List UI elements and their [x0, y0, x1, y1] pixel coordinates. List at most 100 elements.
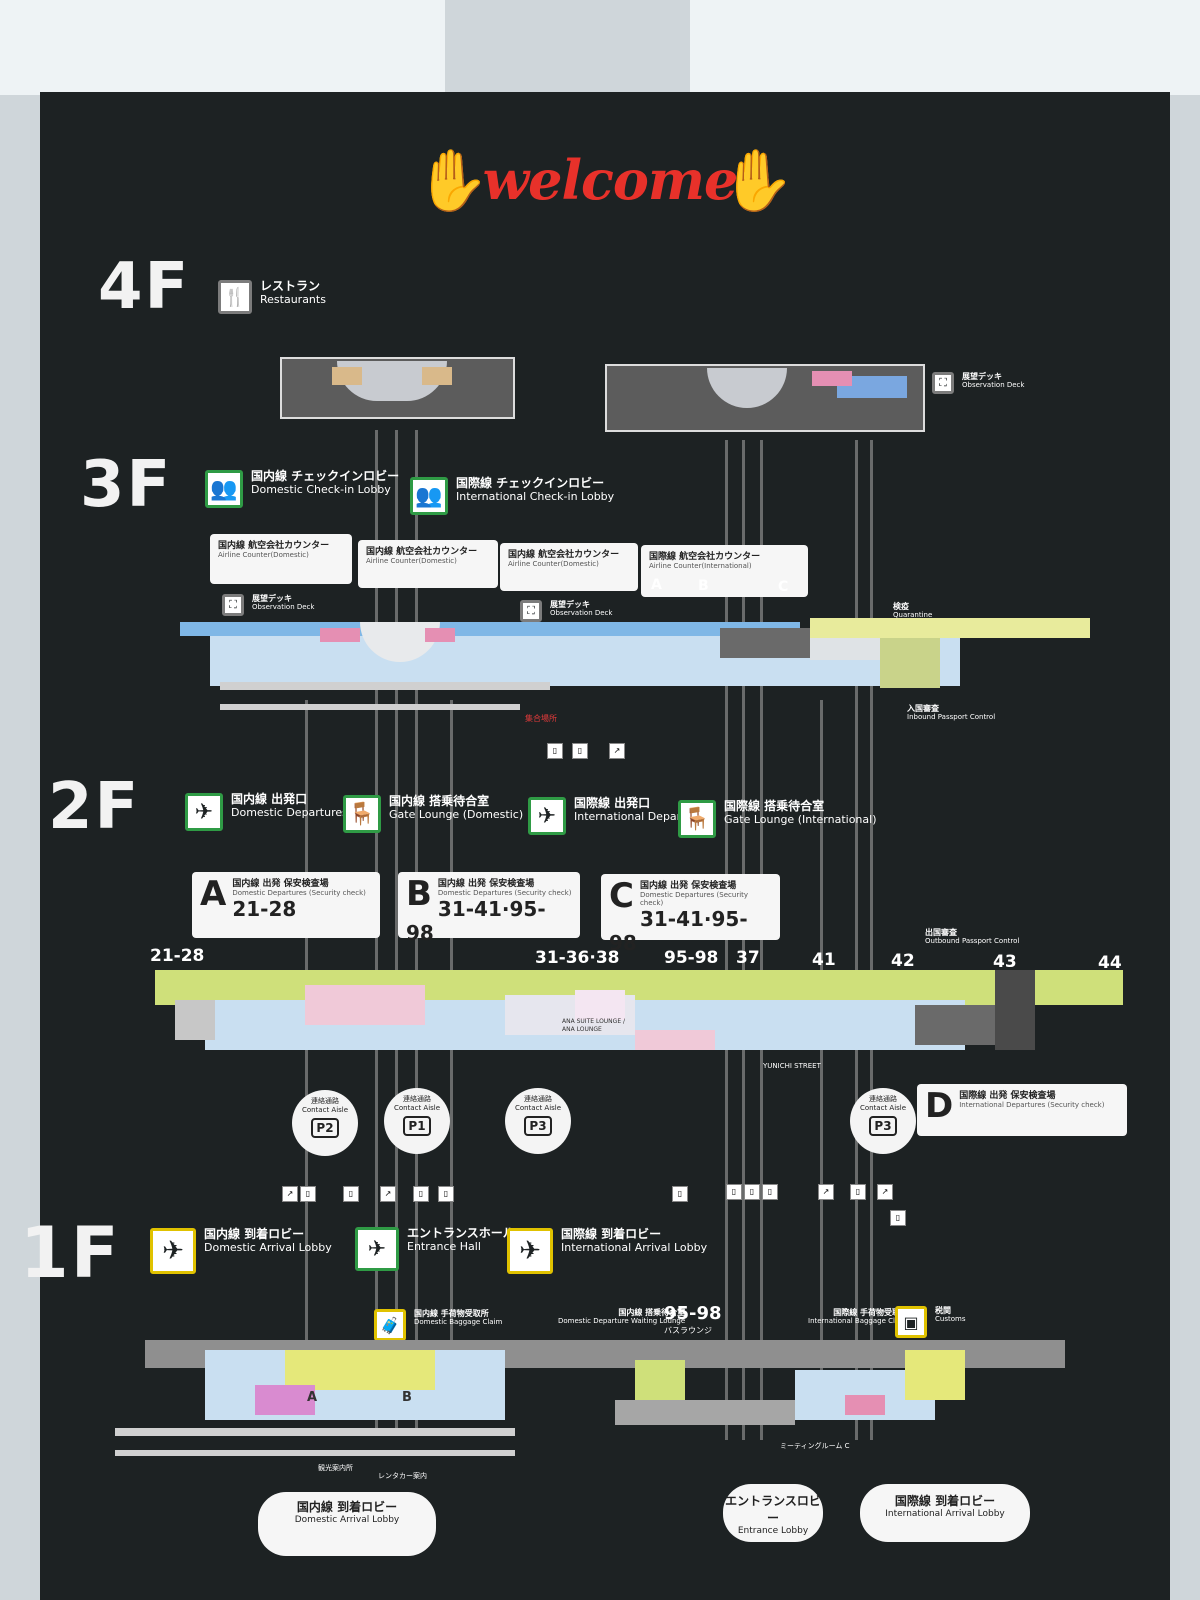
- fork-knife-icon: 🍴: [218, 280, 252, 314]
- counter-callout: 国内線 航空会社カウンター Airline Counter(Domestic): [358, 540, 498, 588]
- gate-number: 43: [993, 952, 1017, 972]
- gate-number: 95-98: [664, 948, 719, 968]
- customs-icon: ▣: [895, 1306, 927, 1338]
- elevator-line: [742, 440, 745, 1440]
- restaurants-jp: レストラン: [260, 279, 321, 293]
- bottom-label-dom-arr: 国内線 到着ロビー Domestic Arrival Lobby: [258, 1492, 436, 1556]
- security-callout-a: A 国内線 出発 保安検査場 Domestic Departures (Secu…: [192, 872, 380, 938]
- departure-plane-icon: ✈: [528, 797, 566, 835]
- contact-aisle-jp: 連絡通路: [403, 1095, 431, 1103]
- elevator-icon: ▯: [890, 1210, 906, 1226]
- escalator-icon: ↗: [380, 1186, 396, 1202]
- customs-jp: 税関: [935, 1306, 951, 1315]
- elevator-line: [450, 700, 453, 1420]
- elevator-icon: ▯: [744, 1184, 760, 1200]
- bottom-jp: 国際線 到着ロビー: [894, 1494, 996, 1508]
- meeting-room-c-label: ミーティングルーム C: [780, 1442, 850, 1450]
- window-left: [0, 0, 445, 95]
- deck-3f-mid-en: Observation Deck: [550, 609, 613, 617]
- gate-number: 37: [736, 948, 760, 968]
- elevator-icon: ▯: [726, 1184, 742, 1200]
- security-jp: 国内線 出発 保安検査場: [437, 879, 535, 889]
- gate-number: 31-36·38: [535, 948, 620, 968]
- security-jp: 国内線 出発 保安検査場: [232, 879, 329, 889]
- deck-4f-en: Observation Deck: [962, 381, 1025, 389]
- outbound-en: Outbound Passport Control: [925, 937, 1020, 945]
- counter-jp: 国際線 航空会社カウンター: [649, 552, 761, 562]
- floor-plan-3f: [180, 618, 1100, 710]
- floor-plan-4f-right: [605, 364, 925, 432]
- elevator-icon: ▯: [438, 1186, 454, 1202]
- counter-jp: 国内線 航空会社カウンター: [508, 550, 620, 560]
- security-letter: A: [200, 874, 227, 914]
- gate-number: 21-28: [150, 946, 205, 966]
- security-gates: 21-28: [232, 897, 297, 921]
- counter-jp: 国内線 航空会社カウンター: [366, 547, 478, 557]
- elevator-line: [870, 440, 873, 1440]
- security-en: Domestic Departures (Security check): [639, 891, 749, 907]
- binoculars-icon: ⛶: [520, 600, 542, 622]
- ana-lounge-label: ANA SUITE LOUNGE / ANA LOUNGE: [562, 1018, 626, 1033]
- escalator-icon: ↗: [609, 743, 625, 759]
- elevator-icon: ▯: [413, 1186, 429, 1202]
- deck-3f-mid-jp: 展望デッキ: [550, 600, 590, 609]
- escalator-icon: ↗: [282, 1186, 298, 1202]
- gate-lounge-icon: 🪑: [678, 800, 716, 838]
- counter-letter-b: B: [698, 578, 709, 594]
- intl-baggage-jp: 国際線 手荷物受取所: [833, 1308, 909, 1317]
- binoculars-icon: ⛶: [932, 372, 954, 394]
- dom-checkin-jp: 国内線 チェックインロビー: [251, 469, 400, 483]
- floor-plan-2f: [155, 970, 1123, 1060]
- floor-label-1f: 1F: [20, 1212, 121, 1294]
- restaurants-en: Restaurants: [260, 293, 326, 306]
- parking-sign: P3: [524, 1116, 552, 1136]
- inbound-en: Inbound Passport Control: [907, 713, 996, 721]
- gate-lounge-icon: 🪑: [343, 795, 381, 833]
- elevator-line: [820, 700, 823, 1420]
- floor-plan-1f: [115, 1340, 1065, 1456]
- security-jp: 国内線 出発 保安検査場: [639, 881, 737, 891]
- bottom-label-intl-arr: 国際線 到着ロビー International Arrival Lobby: [860, 1484, 1030, 1542]
- dom-baggage-en: Domestic Baggage Claim: [414, 1318, 503, 1326]
- binoculars-icon: ⛶: [222, 594, 244, 616]
- floor-label-2f: 2F: [48, 770, 141, 844]
- gate-dom-en: Gate Lounge (Domestic): [389, 808, 524, 821]
- counter-letter-a: A: [651, 577, 662, 593]
- counter-letter-c: C: [778, 579, 789, 595]
- elevator-icon: ▯: [547, 743, 563, 759]
- contact-aisle-jp: 連絡通路: [311, 1097, 339, 1105]
- rentacar-label: レンタカー案内: [378, 1472, 427, 1480]
- escalator-icon: ↗: [818, 1184, 834, 1200]
- parking-sign: P3: [869, 1116, 897, 1136]
- security-en: Domestic Departures (Security check): [232, 889, 366, 897]
- security-callout-c: C 国内線 出発 保安検査場 Domestic Departures (Secu…: [601, 874, 780, 955]
- elevator-icon: ▯: [300, 1186, 316, 1202]
- inbound-jp: 入国審査: [907, 704, 939, 713]
- glove-left-icon: ✋: [415, 146, 490, 216]
- bottom-en: International Arrival Lobby: [885, 1509, 1005, 1519]
- dom-wait-jp: 国内線 搭乗待合室: [618, 1308, 686, 1317]
- contact-aisle-jp: 連絡通路: [869, 1095, 897, 1103]
- outbound-jp: 出国審査: [925, 928, 957, 937]
- area-letter-b: B: [402, 1390, 412, 1405]
- bus-lounge-label: バスラウンジ: [664, 1326, 712, 1335]
- floor-plan-4f-left: [280, 357, 515, 419]
- gate-number: 41: [812, 950, 836, 970]
- security-en: Domestic Departures (Security check): [437, 889, 572, 897]
- intl-baggage-en: International Baggage Claim: [808, 1317, 909, 1325]
- bottom-en: Domestic Arrival Lobby: [294, 1515, 400, 1525]
- contact-aisle-en: Contact Aisle: [859, 1104, 907, 1112]
- intl-checkin-en: International Check-in Lobby: [456, 490, 615, 503]
- elevator-line: [725, 440, 728, 1440]
- security-callout-d: D 国際線 出発 保安検査場 International Departures …: [917, 1084, 1127, 1136]
- floor-label-4f: 4F: [98, 250, 191, 324]
